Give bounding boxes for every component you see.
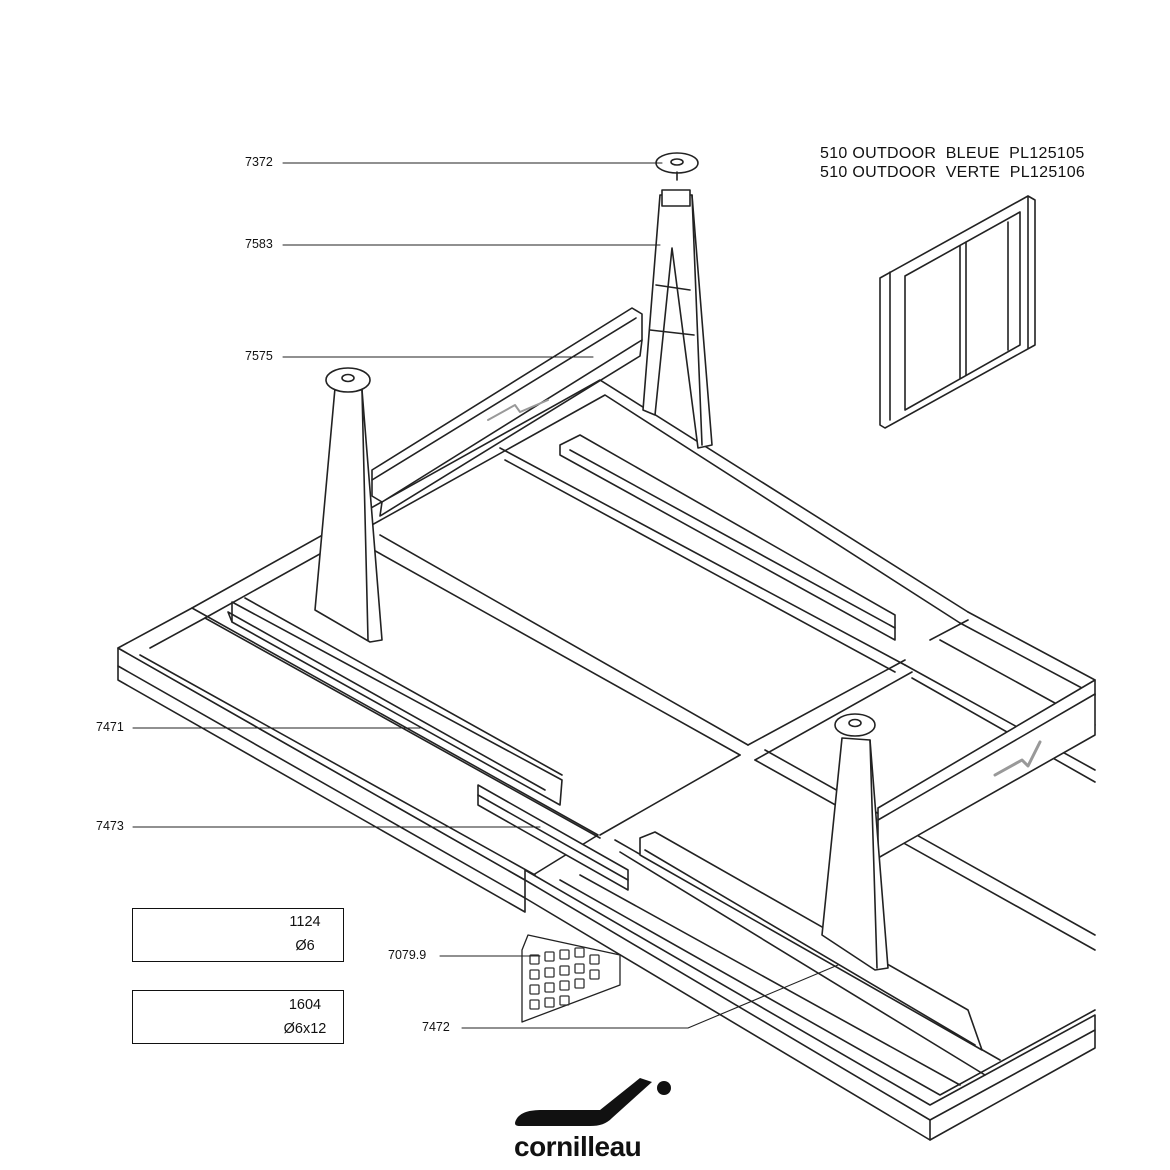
net-panel-7079-9: [521, 934, 621, 1023]
brand-name: cornilleau: [514, 1131, 642, 1162]
leg-7583: [642, 189, 713, 449]
hardware-code: 1124: [289, 914, 321, 930]
rail-7472: [639, 831, 983, 1051]
part-label-7471: 7471: [96, 720, 124, 734]
part-label-7079-9: 7079.9: [388, 948, 427, 962]
hardware-size: Ø6x12: [283, 1021, 327, 1037]
model-line-2: 510 OUTDOOR VERTE PL125106: [820, 164, 1086, 181]
part-label-7575: 7575: [245, 349, 273, 363]
hardware-code: 1604: [288, 997, 322, 1013]
model-line-1: 510 OUTDOOR BLEUE PL125105: [820, 145, 1085, 162]
bracket-7473: [477, 784, 629, 891]
brand-logo-icon: [515, 1078, 671, 1126]
plate-7372: [655, 152, 699, 181]
inset-frame-detail: [879, 195, 1036, 429]
part-label-7472: 7472: [422, 1020, 450, 1034]
leg-left: [314, 367, 383, 643]
hardware-box-nut: 1124 Ø6: [132, 908, 344, 962]
side-beam-right: [877, 679, 1096, 859]
part-label-7372: 7372: [245, 155, 273, 169]
hardware-box-bolt: 1604 Ø6x12: [132, 990, 344, 1044]
part-label-7583: 7583: [245, 237, 273, 251]
hardware-size: Ø6: [295, 938, 315, 954]
leader-lines: [132, 162, 839, 1029]
leg-right-front: [821, 713, 889, 971]
table-frame: [117, 379, 1096, 1141]
rail-7471: [227, 597, 563, 806]
rail-upper-right: [559, 434, 896, 641]
part-label-7473: 7473: [96, 819, 124, 833]
